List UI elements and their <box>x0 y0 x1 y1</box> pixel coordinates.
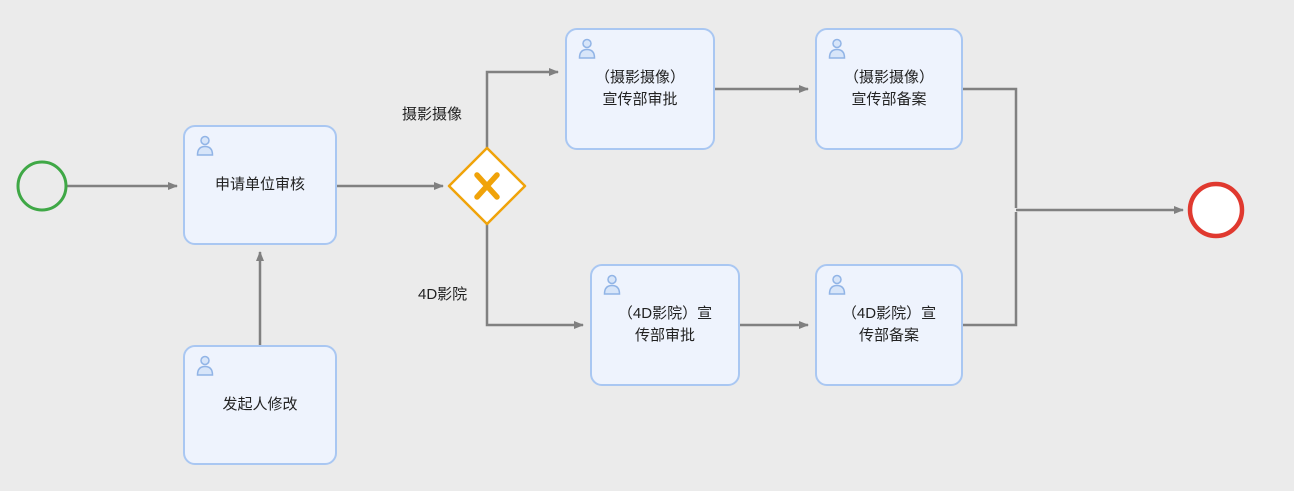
person-icon <box>827 273 847 295</box>
person-icon <box>577 37 597 59</box>
task-label: 申请单位审核 <box>214 176 305 193</box>
person-icon <box>195 134 215 156</box>
task-4d-approval[interactable]: （4D影院）宣 传部审批 <box>590 264 740 386</box>
person-icon <box>602 273 622 295</box>
edge-label-4d-branch: 4D影院 <box>418 286 468 303</box>
task-4d-record[interactable]: （4D影院）宣 传部备案 <box>815 264 963 386</box>
task-label: （摄影摄像） 宣传部审批 <box>594 69 685 108</box>
connector-4d-record-to-merge <box>963 212 1018 327</box>
task-apply-review[interactable]: 申请单位审核 <box>183 125 337 245</box>
connector-gateway-to-photo-approval <box>485 68 559 148</box>
task-label: （4D影院）宣 传部审批 <box>617 305 713 344</box>
person-icon <box>195 354 215 376</box>
person-icon <box>827 37 847 59</box>
gateway-x-icon <box>474 172 500 200</box>
edge-label-photo-branch: 摄影摄像 <box>402 106 463 123</box>
end-event[interactable] <box>1187 181 1245 239</box>
task-initiator-edit[interactable]: 发起人修改 <box>183 345 337 465</box>
task-label: （4D影院）宣 传部备案 <box>841 305 937 344</box>
task-photo-record[interactable]: （摄影摄像） 宣传部备案 <box>815 28 963 150</box>
start-event[interactable] <box>16 160 68 212</box>
task-label: 发起人修改 <box>222 396 298 413</box>
task-photo-approval[interactable]: （摄影摄像） 宣传部审批 <box>565 28 715 150</box>
connector-photo-record-to-merge <box>963 87 1018 208</box>
connector-gateway-to-4d-approval <box>485 224 584 329</box>
task-label: （摄影摄像） 宣传部备案 <box>843 69 934 108</box>
